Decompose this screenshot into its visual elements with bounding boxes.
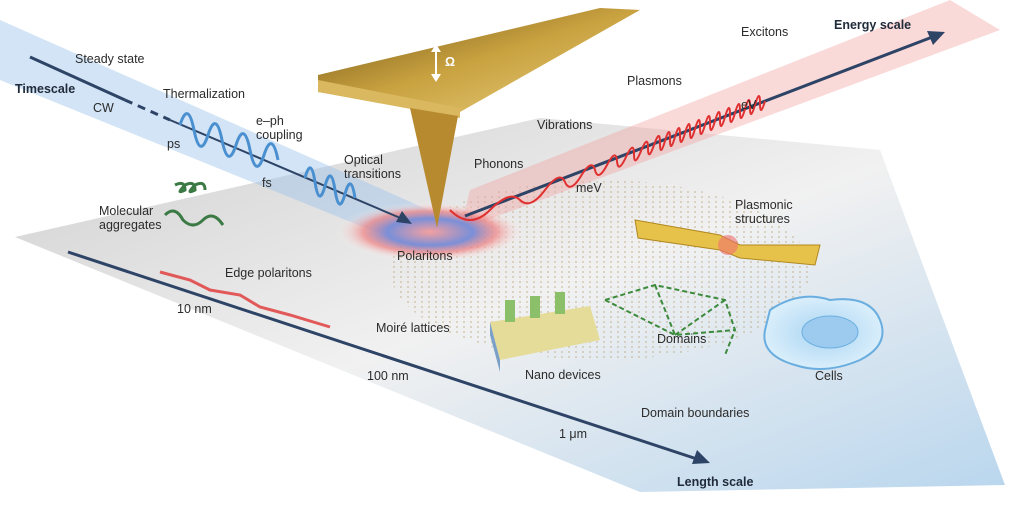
cantilever-front <box>318 80 460 118</box>
edge-polaritons-label: Edge polaritons <box>225 266 312 280</box>
moire-label: Moiré lattices <box>376 321 450 335</box>
coupling-label: coupling <box>256 128 303 142</box>
timescale-arrowhead <box>396 211 412 224</box>
tick-1um: 1 μm <box>559 427 588 441</box>
tick-10nm: 10 nm <box>177 302 212 316</box>
plasmons-label: Plasmons <box>627 74 682 88</box>
cantilever <box>318 8 640 112</box>
transitions-label: transitions <box>344 167 401 181</box>
optical-label: Optical <box>344 153 383 167</box>
energy-arrowhead <box>927 31 945 45</box>
thermalization-label: Thermalization <box>163 87 245 101</box>
excitons-label: Excitons <box>741 25 789 39</box>
energy-wave <box>449 95 766 221</box>
polaritons-label: Polaritons <box>397 249 453 263</box>
timescale-axis <box>169 119 406 221</box>
phonons-label: Phonons <box>474 157 524 171</box>
aggregates-label: aggregates <box>99 218 162 232</box>
timescale-axis-solid <box>29 55 126 102</box>
domains-icon <box>604 283 737 356</box>
domains-label: Domains <box>657 332 707 346</box>
timescale-label: Timescale <box>15 82 76 96</box>
omega-label: Ω <box>445 55 456 69</box>
cw-label: CW <box>93 101 114 115</box>
pulse-ps <box>178 112 280 168</box>
mev-label: meV <box>576 181 602 195</box>
pulse-fs <box>303 166 357 206</box>
domain-boundaries-label: Domain boundaries <box>641 406 750 420</box>
tick-100nm: 100 nm <box>367 369 409 383</box>
cells-label: Cells <box>815 369 843 383</box>
molecular-label: Molecular <box>99 204 154 218</box>
edge-polariton-line <box>159 270 331 329</box>
eph-label: e–ph <box>256 114 284 128</box>
ev-label: eV <box>741 98 757 112</box>
molecule-icon <box>163 181 225 227</box>
polariton-field <box>335 202 525 262</box>
length-axis <box>67 250 701 462</box>
fs-label: fs <box>262 176 272 190</box>
energy-scale-label: Energy scale <box>834 18 912 32</box>
nano-device-icon <box>490 292 600 372</box>
probe-tip <box>410 108 458 228</box>
steady-state-label: Steady state <box>75 52 145 66</box>
structures-label: structures <box>735 212 790 226</box>
nano-devices-label: Nano devices <box>525 368 601 382</box>
vibrations-label: Vibrations <box>537 118 593 132</box>
length-arrowhead <box>692 450 710 464</box>
plasmonic-label: Plasmonic <box>735 198 793 212</box>
ps-label: ps <box>167 137 181 151</box>
length-scale-label: Length scale <box>677 475 754 489</box>
